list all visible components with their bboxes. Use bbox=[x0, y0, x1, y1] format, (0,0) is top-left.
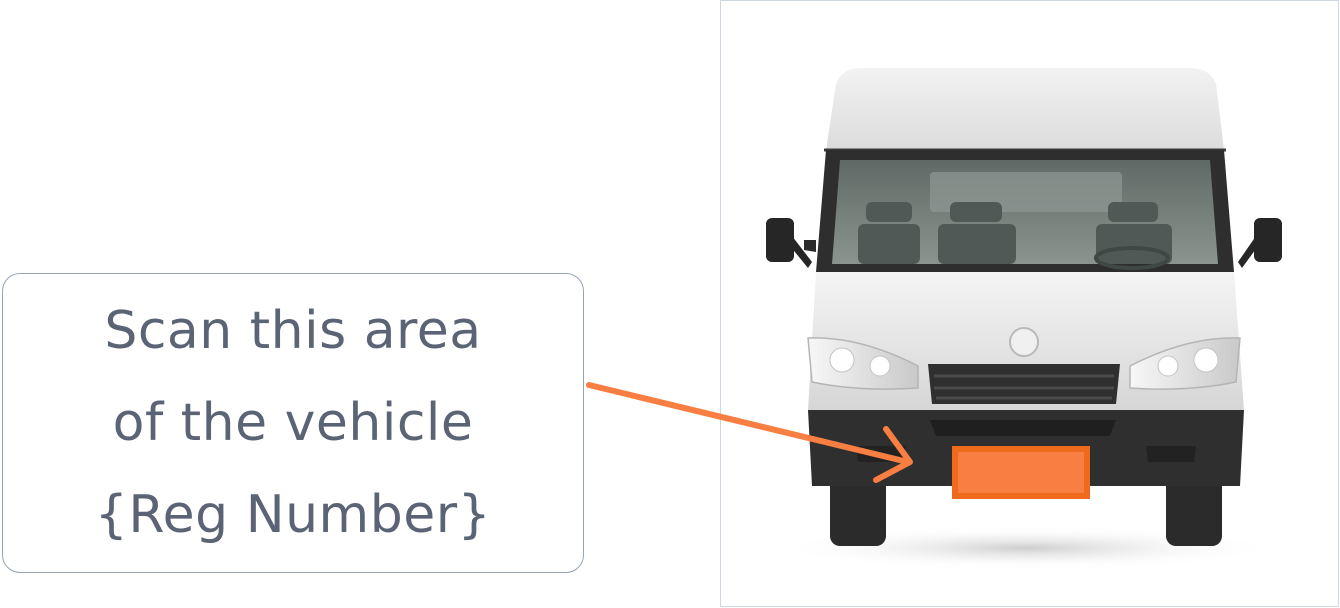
callout-line-1: Scan this area bbox=[104, 301, 482, 361]
callout-line-3: {Reg Number} bbox=[94, 485, 492, 545]
instruction-callout: Scan this area of the vehicle {Reg Numbe… bbox=[2, 273, 584, 573]
callout-line-2: of the vehicle bbox=[112, 393, 474, 453]
scan-area-highlight bbox=[952, 446, 1090, 499]
arrow-right-icon bbox=[586, 382, 913, 483]
van-front-icon bbox=[766, 68, 1282, 570]
